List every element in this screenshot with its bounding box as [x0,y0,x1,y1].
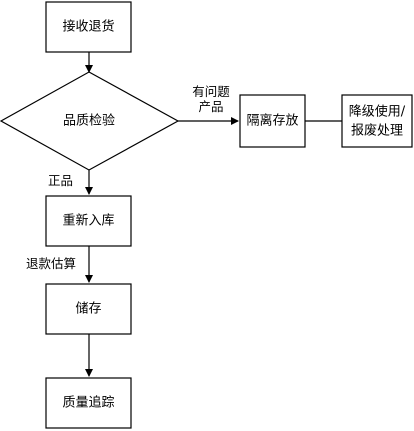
node-downgrade-scrap-label-line2: 报废处理 [351,123,403,139]
node-quality-trace-label: 质量追踪 [62,395,114,411]
node-restock: 重新入库 [45,195,132,247]
node-receive-return-label: 接收退货 [62,19,114,35]
edge-label-problem-line1: 有问题 [192,84,230,99]
node-downgrade-scrap-label-line1: 降级使用/ [349,104,406,120]
edge-label-refund-estimate: 退款估算 [26,256,76,271]
node-quality-check: 品质检验 [0,71,180,171]
edge-label-problem-line2: 产品 [198,99,223,114]
edge-label-genuine: 正品 [48,173,73,188]
node-downgrade-scrap: 降级使用/ 报废处理 [341,94,413,148]
node-storage: 储存 [45,283,132,335]
node-storage-label: 储存 [75,302,101,317]
node-isolate-store-label: 隔离存放 [246,113,298,129]
node-quality-check-label: 品质检验 [63,113,115,129]
node-restock-label: 重新入库 [62,213,114,229]
node-quality-trace: 质量追踪 [45,377,132,429]
node-receive-return: 接收退货 [45,1,132,53]
node-isolate-store: 隔离存放 [239,94,306,148]
